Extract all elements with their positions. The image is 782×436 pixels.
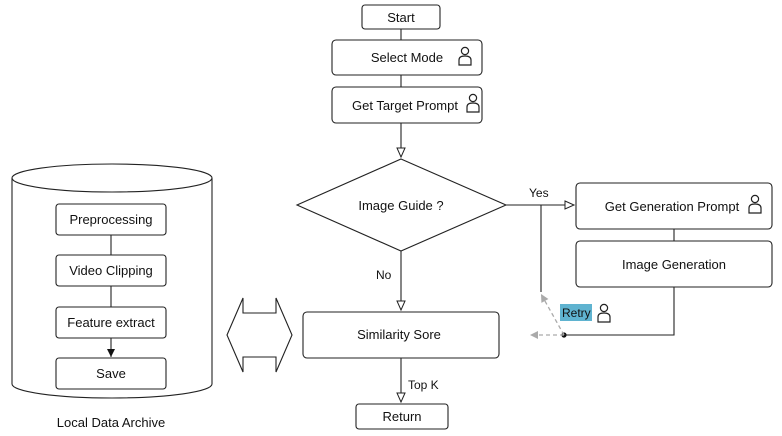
double-arrow xyxy=(226,297,293,373)
archive-title: Local Data Archive xyxy=(57,415,165,430)
retry-dashed-up xyxy=(540,293,565,336)
preprocessing-label: Preprocessing xyxy=(69,212,152,227)
similarity-label: Similarity Sore xyxy=(357,327,441,342)
image-guide-label: Image Guide ? xyxy=(358,198,443,213)
image-generation-label: Image Generation xyxy=(622,257,726,272)
get-generation-prompt-label: Get Generation Prompt xyxy=(605,199,740,214)
return-node: Return xyxy=(355,403,449,430)
get-generation-prompt-node: Get Generation Prompt xyxy=(575,182,773,230)
return-label: Return xyxy=(382,409,421,424)
top-k-label: Top K xyxy=(408,378,439,392)
get-target-prompt-label: Get Target Prompt xyxy=(352,98,458,113)
start-node: Start xyxy=(361,4,441,30)
user-icon xyxy=(458,46,472,66)
feature-extract-node: Feature extract xyxy=(55,306,167,339)
retry-label: Retry xyxy=(562,306,591,320)
user-icon xyxy=(597,303,611,323)
save-node: Save xyxy=(55,357,167,390)
video-clipping-node: Video Clipping xyxy=(55,254,167,287)
no-label: No xyxy=(376,268,392,282)
save-label: Save xyxy=(96,366,126,381)
select-mode-label: Select Mode xyxy=(371,50,443,65)
similarity-node: Similarity Sore xyxy=(302,311,500,359)
get-target-prompt-node: Get Target Prompt xyxy=(331,86,483,124)
select-mode-node: Select Mode xyxy=(331,39,483,76)
user-icon xyxy=(748,194,762,214)
feature-extract-label: Feature extract xyxy=(67,315,155,330)
user-icon xyxy=(466,93,480,113)
edge-gen-junction xyxy=(564,287,675,336)
yes-label: Yes xyxy=(529,186,549,200)
image-generation-node: Image Generation xyxy=(575,240,773,288)
start-label: Start xyxy=(387,10,415,25)
image-guide-decision: Image Guide ? xyxy=(295,158,508,252)
retry-highlight xyxy=(560,304,592,321)
video-clipping-label: Video Clipping xyxy=(69,263,153,278)
preprocessing-node: Preprocessing xyxy=(55,203,167,236)
